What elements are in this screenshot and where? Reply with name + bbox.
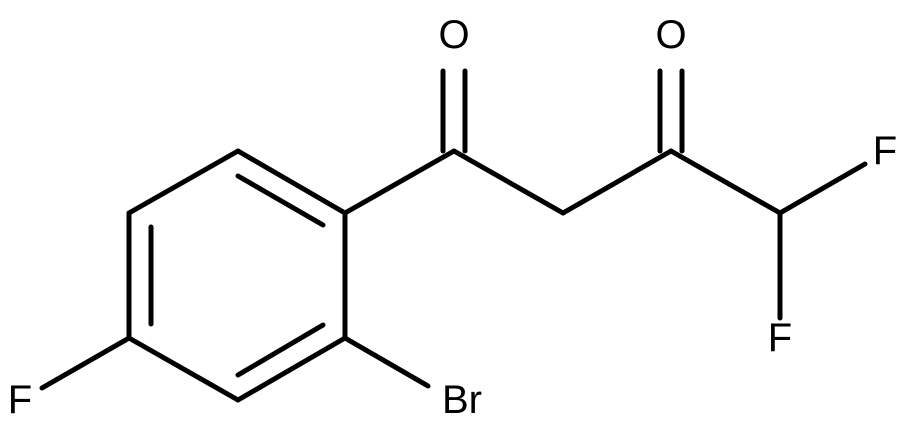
bond-ring-inner-c5-c6 <box>235 322 326 378</box>
bond-carbonyl1-ch2 <box>451 148 566 216</box>
bond-ring-f <box>39 335 132 391</box>
atom-label-fluorine-bottom: F <box>768 316 792 360</box>
bond-ring-inner-c1-c2 <box>235 173 326 228</box>
bond-carbonyl2-chf2 <box>668 148 783 216</box>
bond-ch2-carbonyl2 <box>560 148 674 216</box>
bond-ring-c1-c2 <box>235 148 348 216</box>
bond-ring-c5-c6 <box>235 335 348 403</box>
benzene-ring <box>126 148 348 403</box>
bond-chf2-f-top <box>777 161 868 216</box>
bond-ring-c2-c3 <box>126 148 241 216</box>
bond-ring-c4-c5 <box>126 335 241 403</box>
atom-label-fluorine-top: F <box>873 129 897 173</box>
atom-label-fluorine-ring: F <box>8 378 32 422</box>
atom-label-oxygen-1: O <box>438 13 469 57</box>
bond-ring-to-carbonyl1 <box>342 148 457 216</box>
atom-label-oxygen-2: O <box>655 13 686 57</box>
bond-ring-br <box>342 335 431 389</box>
atom-label-bromine: Br <box>442 378 482 422</box>
